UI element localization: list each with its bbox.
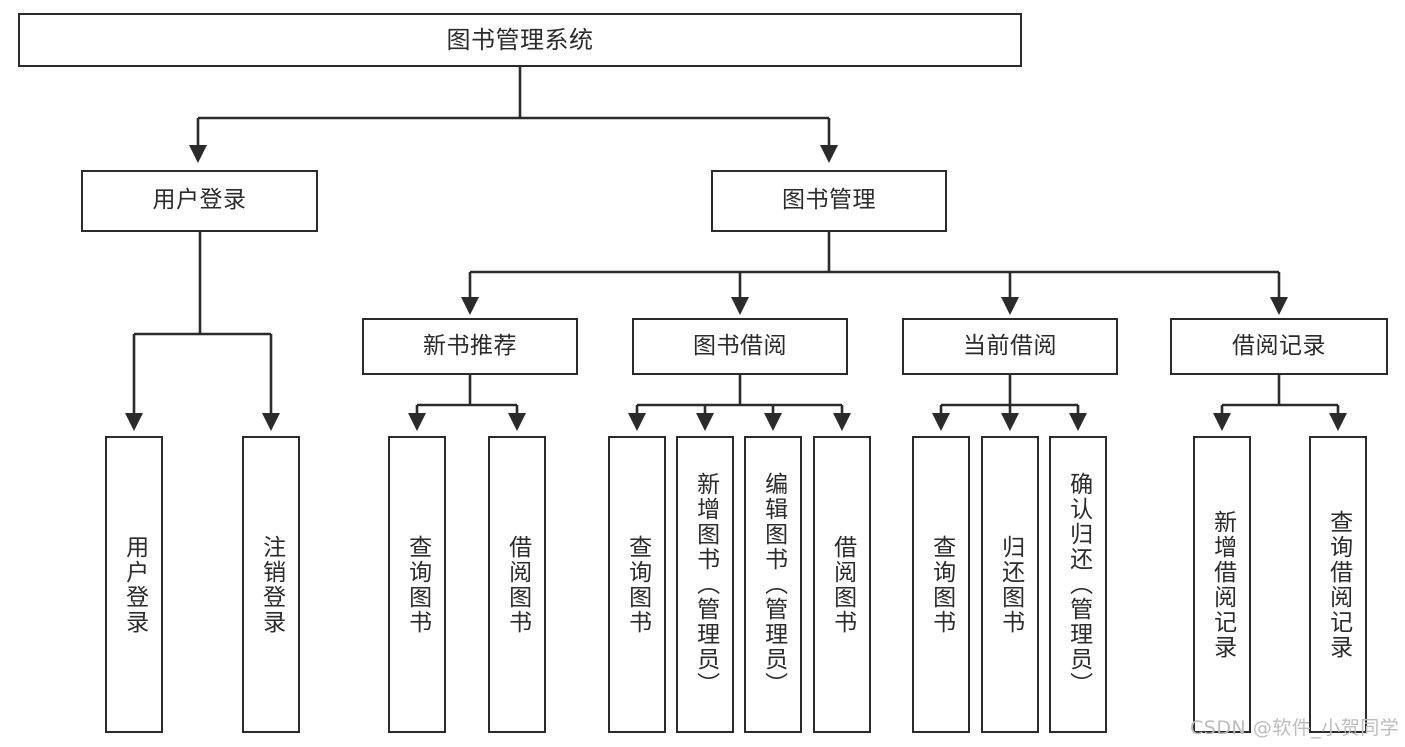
node-root-book-management-system[interactable]: 图书管理系统 (18, 13, 1022, 67)
node-label: 图书管理 (782, 187, 876, 214)
node-label: 查询图书 (404, 534, 431, 635)
node-label: 图书管理系统 (446, 25, 594, 54)
node-label: 新增图书（管理员） (692, 472, 719, 697)
leaf-book-borrow-edit-admin[interactable]: 编辑图书（管理员） (744, 436, 802, 733)
leaf-book-borrow-add-admin[interactable]: 新增图书（管理员） (676, 436, 734, 733)
leaf-new-book-borrow[interactable]: 借阅图书 (488, 436, 546, 733)
node-label: 编辑图书（管理员） (760, 472, 787, 697)
leaf-borrow-record-add[interactable]: 新增借阅记录 (1193, 436, 1251, 733)
leaf-user-login-logout[interactable]: 注销登录 (242, 436, 300, 733)
leaf-book-borrow-borrow[interactable]: 借阅图书 (813, 436, 871, 733)
node-new-book-recommend[interactable]: 新书推荐 (362, 318, 578, 375)
node-label: 注销登录 (258, 534, 285, 635)
node-label: 确认归还（管理员） (1065, 472, 1092, 697)
leaf-current-borrow-return[interactable]: 归还图书 (981, 436, 1039, 733)
node-label: 查询借阅记录 (1325, 509, 1352, 660)
node-current-borrow[interactable]: 当前借阅 (902, 318, 1118, 375)
leaf-borrow-record-query[interactable]: 查询借阅记录 (1309, 436, 1367, 733)
node-label: 查询图书 (624, 534, 651, 635)
leaf-current-borrow-query[interactable]: 查询图书 (912, 436, 970, 733)
leaf-book-borrow-query[interactable]: 查询图书 (608, 436, 666, 733)
leaf-new-book-query[interactable]: 查询图书 (388, 436, 446, 733)
node-borrow-record[interactable]: 借阅记录 (1170, 318, 1388, 375)
node-user-login[interactable]: 用户登录 (81, 170, 318, 232)
node-label: 借阅记录 (1232, 332, 1326, 359)
node-label: 查询图书 (928, 534, 955, 635)
node-label: 新书推荐 (423, 332, 517, 359)
csdn-watermark: CSDN @软件_小贺同学 (1190, 717, 1400, 739)
node-book-management[interactable]: 图书管理 (711, 170, 947, 232)
leaf-user-login-login[interactable]: 用户登录 (105, 436, 163, 733)
node-label: 用户登录 (121, 534, 148, 635)
node-label: 图书借阅 (693, 332, 787, 359)
leaf-current-borrow-confirm-admin[interactable]: 确认归还（管理员） (1049, 436, 1107, 733)
node-label: 借阅图书 (829, 534, 856, 635)
node-book-borrow[interactable]: 图书借阅 (632, 318, 848, 375)
node-label: 归还图书 (997, 534, 1024, 635)
node-label: 用户登录 (152, 187, 247, 214)
node-label: 新增借阅记录 (1209, 509, 1236, 660)
node-label: 当前借阅 (963, 332, 1057, 359)
node-label: 借阅图书 (504, 534, 531, 635)
